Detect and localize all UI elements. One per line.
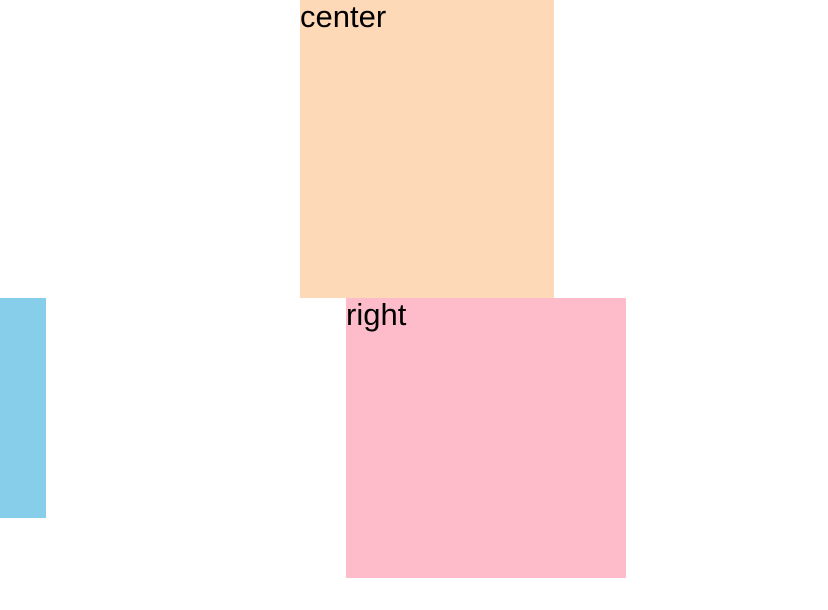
center-box-label: center [300, 0, 387, 34]
center-box: center [300, 0, 554, 298]
left-box [0, 298, 46, 518]
right-box-label: right [346, 297, 407, 332]
right-box: right [346, 297, 626, 578]
